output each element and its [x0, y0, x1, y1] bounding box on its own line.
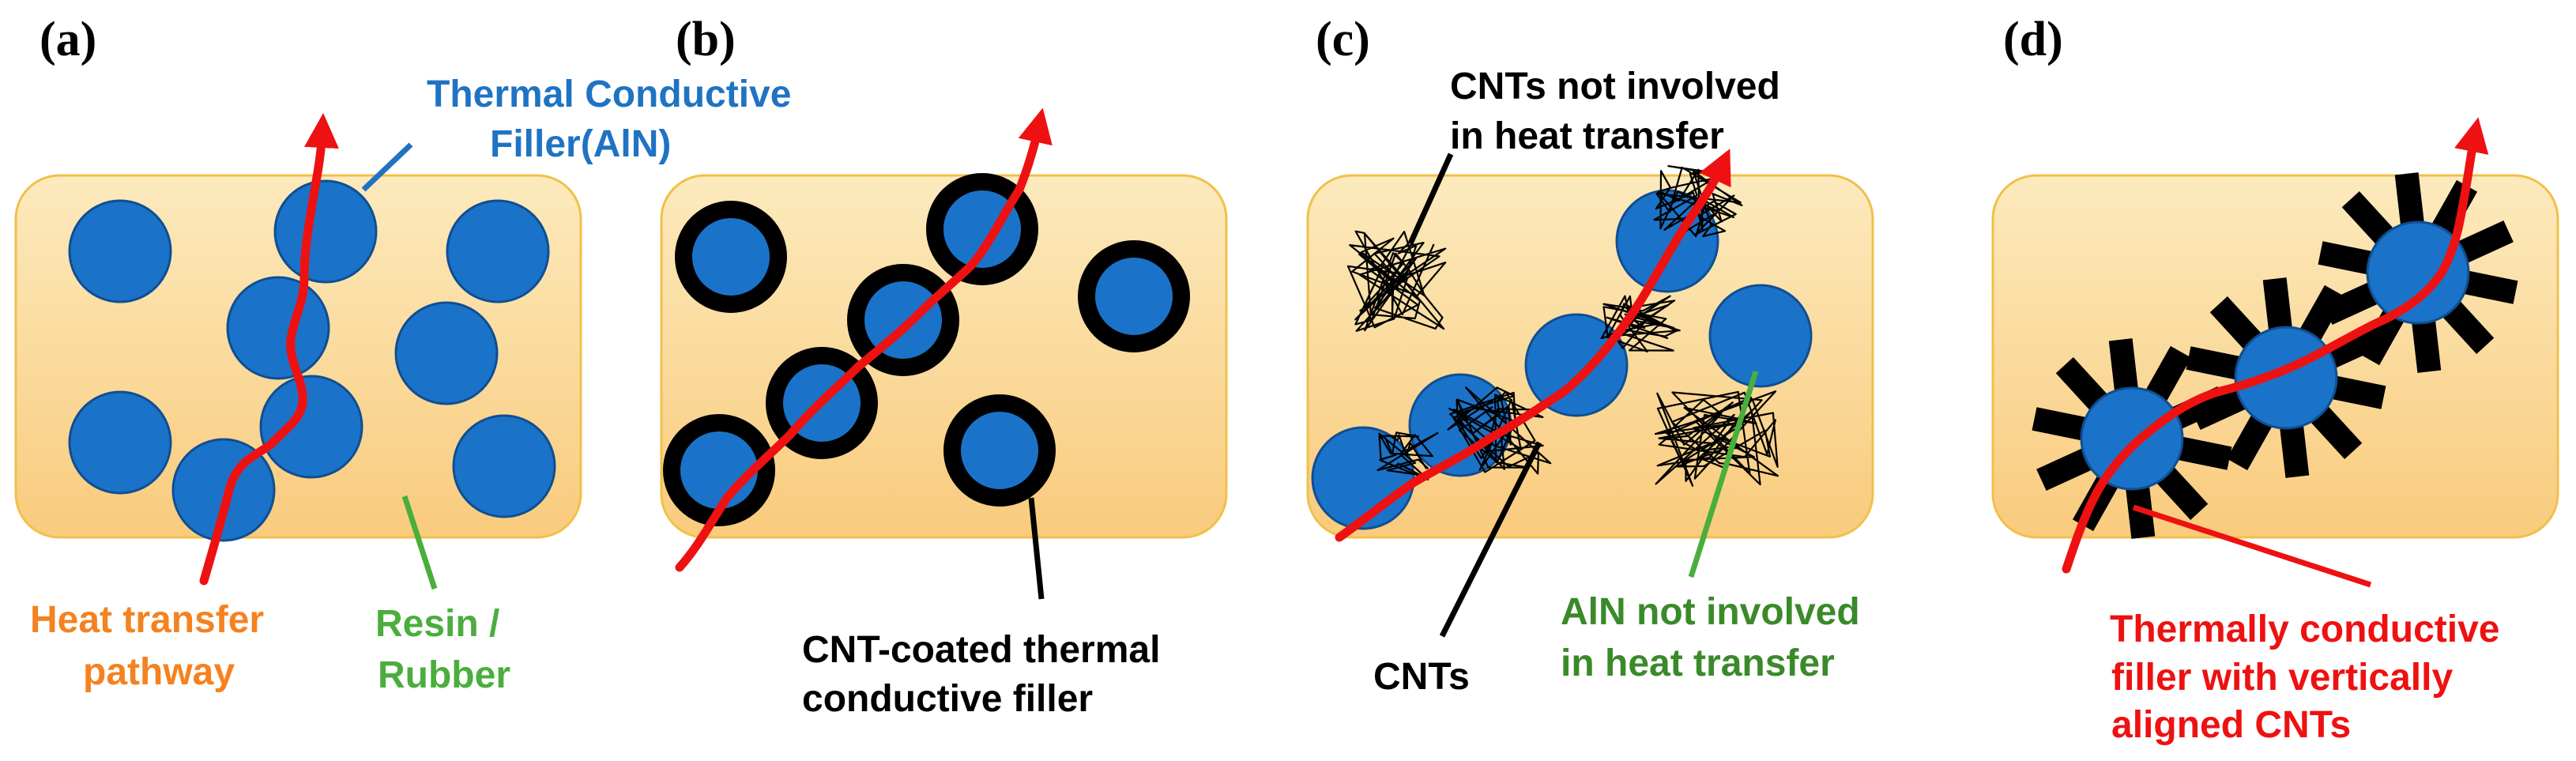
aln-filler-particle-icon [273, 179, 378, 284]
aligned-cnt-spoke [2329, 375, 2386, 409]
aligned-cnt-filler-icon [2032, 338, 2232, 539]
aligned-cnt-spoke [2341, 191, 2396, 247]
aligned-cnt-spoke [2308, 404, 2363, 459]
filler-label-line2: Filler(AlN) [490, 123, 671, 165]
aln-filler-particle-icon [1524, 313, 1629, 417]
aln-free-label-line2: in heat transfer [1561, 642, 1835, 684]
aligned-label-line3: aligned CNTs [2111, 704, 2351, 746]
aln-filler-particle-icon [1311, 426, 1415, 530]
cnt-bundle-icon [1346, 230, 1447, 332]
aln-filler-particle-icon [394, 301, 499, 405]
cnt-bundle-icon [1600, 295, 1681, 352]
aln-filler-particle-icon [2234, 326, 2338, 430]
aligned-cnt-spoke [2298, 284, 2346, 344]
aligned-cnt-spoke [2322, 281, 2381, 325]
coated-label-line1: CNT-coated thermal [802, 629, 1160, 671]
cnt-free-leader-line [1407, 153, 1454, 245]
aligned-label-line1: Thermally conductive [2110, 608, 2499, 650]
panel-c-tag: (c) [1316, 13, 1370, 66]
aligned-cnt-spoke [2262, 277, 2293, 333]
cnt-coated-filler-icon [943, 394, 1056, 507]
aligned-cnt-spoke [2055, 357, 2110, 413]
aligned-cnt-spoke [2279, 422, 2310, 478]
cnt-free-label-line2: in heat transfer [1450, 115, 1724, 157]
aligned-cnt-spoke [2036, 446, 2095, 491]
aligned-cnt-spoke [2455, 220, 2514, 265]
panel-c: (c) CNTs not involved in heat transfer C… [1306, 13, 1874, 698]
aln-fillers-a [68, 179, 556, 542]
resin-label-line2: Rubber [378, 654, 510, 696]
cnt-free-label-line1: CNTs not involved [1450, 66, 1780, 107]
aligned-leader-line [2132, 504, 2372, 588]
aligned-cnt-filler-icon [2318, 172, 2518, 373]
cnt-bundle-icon [1377, 431, 1439, 480]
aln-filler-particle-icon [1708, 284, 1813, 388]
aln-filler-particle-icon [226, 276, 330, 380]
aln-filler-particle-icon [259, 375, 363, 479]
aligned-cnt-spoke [2318, 241, 2375, 275]
panel-a: (a) Thermal Conductive Filler(AlN) Heat … [14, 13, 791, 696]
aligned-cnt-spoke [2394, 172, 2425, 228]
aligned-cnt-spoke [2209, 296, 2264, 352]
coated-leader-line [1028, 497, 1045, 600]
aln-free-label-line1: AlN not involved [1561, 591, 1860, 633]
cnts-label: CNTs [1373, 656, 1470, 698]
filler-label-line1: Thermal Conductive [427, 73, 791, 115]
aligned-cnt-spoke [2032, 407, 2089, 441]
aligned-cnt-spoke [2190, 386, 2249, 430]
cnt-bundle-icon [1447, 386, 1552, 475]
heat-transfer-arrow-icon [2062, 117, 2489, 574]
heat-transfer-arrow-icon [199, 113, 339, 586]
aligned-cnt-spoke [2226, 412, 2274, 471]
panel-b-tag: (b) [676, 13, 736, 66]
path-label-line1: Heat transfer [30, 599, 264, 641]
aln-filler-particle-icon [446, 199, 550, 303]
panel-d: (d) Thermally conductive filler with ver… [1991, 13, 2559, 746]
heat-transfer-arrow-icon [1335, 149, 1731, 542]
cnts-leader-line [1439, 441, 1542, 638]
cnt-bundle-icon [1654, 390, 1779, 487]
resin-leader-line [401, 495, 438, 590]
heat-transfer-arrow-icon [675, 107, 1053, 572]
panel-b: (b) CNT-coated thermal conductive filler [660, 13, 1228, 720]
resin-label-line1: Resin / [375, 603, 499, 645]
path-label-line2: pathway [83, 651, 235, 693]
panel-a-tag: (a) [40, 13, 96, 66]
aln-filler-particle-icon [2366, 220, 2470, 325]
coated-label-line2: conductive filler [802, 678, 1093, 720]
aligned-cnt-spoke [2175, 436, 2232, 470]
aligned-cnt-fillers-d [2032, 172, 2518, 539]
aln-filler-particle-icon [452, 414, 556, 518]
cnt-coated-filler-icon [675, 201, 787, 313]
aln-filler-particle-icon [68, 199, 172, 303]
cnt-coated-filler-icon [1078, 240, 1190, 352]
filler-leader-line [361, 142, 413, 192]
aln-free-leader-line [1688, 370, 1759, 578]
aligned-label-line2: filler with vertically [2111, 657, 2453, 699]
aln-filler-particle-icon [2080, 386, 2184, 491]
aligned-cnt-spoke [2440, 299, 2495, 354]
aligned-cnt-spoke [2186, 346, 2243, 380]
aligned-cnt-spoke [2154, 465, 2209, 520]
aligned-cnt-spoke [2411, 317, 2442, 373]
panel-d-tag: (d) [2003, 13, 2063, 66]
aligned-cnt-spoke [2108, 338, 2139, 394]
aligned-cnt-spoke [2461, 270, 2518, 304]
aligned-cnt-spoke [2144, 345, 2192, 405]
aln-filler-particle-icon [68, 390, 172, 495]
